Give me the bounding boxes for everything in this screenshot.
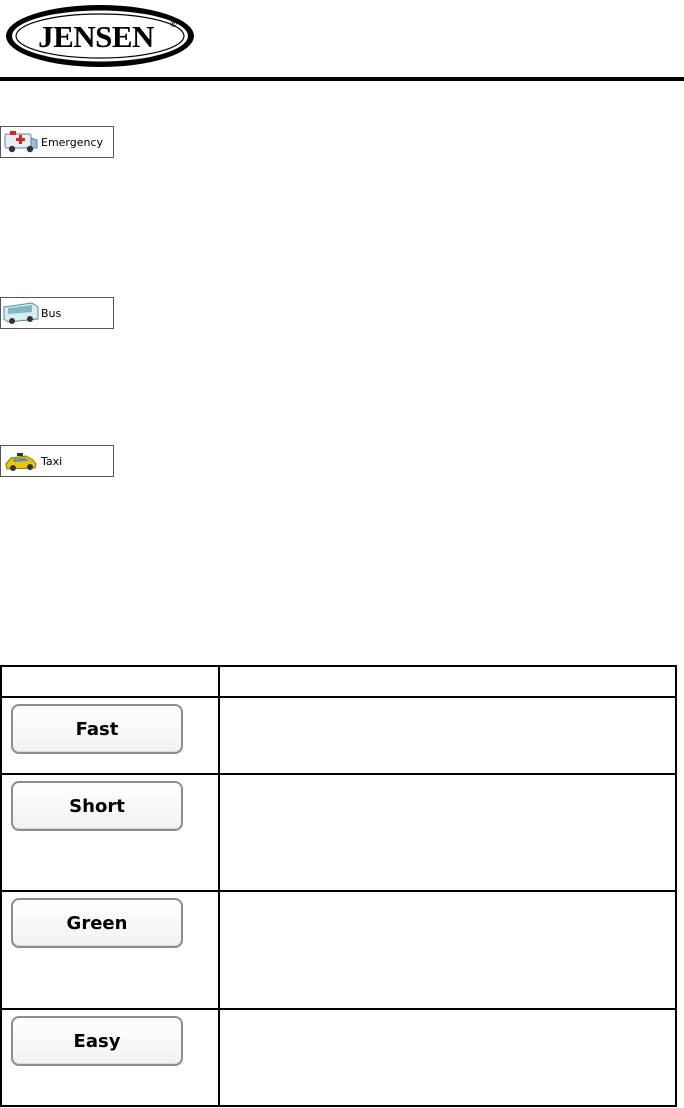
route-type-table: Fast Short Green Easy xyxy=(0,665,677,1107)
easy-button[interactable]: Easy xyxy=(11,1016,183,1066)
header-cell-button xyxy=(0,665,220,698)
row-description xyxy=(218,696,677,775)
emergency-label: Emergency xyxy=(41,135,104,149)
ambulance-icon xyxy=(1,127,41,157)
registered-mark: ® xyxy=(170,19,177,29)
taxi-label: Taxi xyxy=(41,454,63,468)
jensen-logo: JENSEN ® xyxy=(6,5,194,67)
table-row: Green xyxy=(0,890,677,1010)
table-header-row xyxy=(0,665,677,698)
table-cell: Easy xyxy=(0,1008,220,1107)
table-cell: Fast xyxy=(0,696,220,775)
green-button[interactable]: Green xyxy=(11,898,183,948)
bus-label: Bus xyxy=(41,306,62,320)
table-cell: Green xyxy=(0,890,220,1010)
bus-button[interactable]: Bus xyxy=(0,297,114,329)
short-button[interactable]: Short xyxy=(11,781,183,831)
fast-button[interactable]: Fast xyxy=(11,704,183,754)
brand-text: JENSEN xyxy=(38,19,154,54)
header-rule xyxy=(0,77,684,81)
emergency-button[interactable]: Emergency xyxy=(0,126,114,158)
row-description xyxy=(218,773,677,892)
row-description xyxy=(218,1008,677,1107)
table-cell: Short xyxy=(0,773,220,892)
bus-icon xyxy=(1,298,41,328)
table-row: Short xyxy=(0,773,677,892)
taxi-icon xyxy=(1,446,41,476)
table-row: Fast xyxy=(0,696,677,775)
header-cell-description xyxy=(218,665,677,698)
table-row: Easy xyxy=(0,1008,677,1107)
row-description xyxy=(218,890,677,1010)
taxi-button[interactable]: Taxi xyxy=(0,445,114,477)
